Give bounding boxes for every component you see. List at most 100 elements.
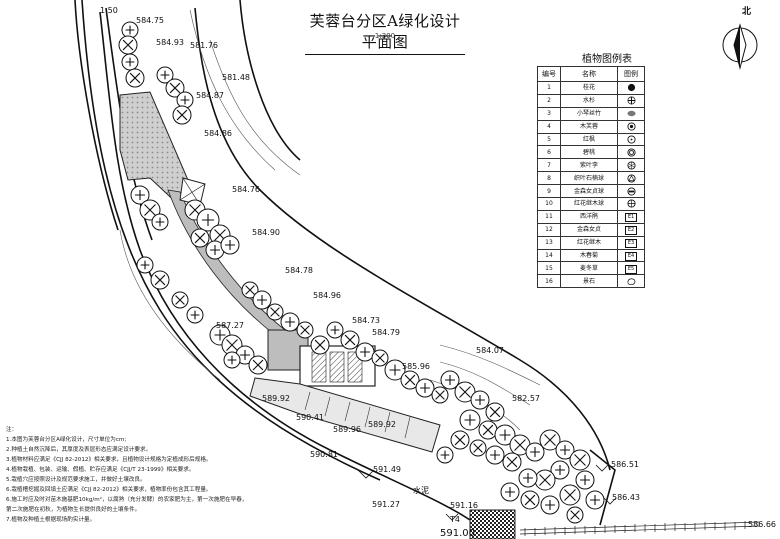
elevation-labels: 1.50 584.75 584.93 581.76 581.48 584.87 … — [100, 6, 776, 539]
note-line: 6.栽植槽挖掘及回填土应满足《CJJ 82-2012》相关要求，植物率份包含其工… — [6, 487, 212, 493]
tree-canopy-mark — [475, 395, 485, 405]
legend-header-no: 编号 — [537, 66, 561, 82]
tree-canopy-mark — [539, 474, 551, 486]
tree-canopy-mark — [404, 374, 416, 386]
elevation-label: 584.76 — [232, 185, 260, 194]
site-boundary — [74, 0, 616, 526]
legend-plant-name: 紫叶李 — [560, 158, 618, 173]
tree-canopy-mark — [210, 245, 220, 255]
legend-plant-name: 木春菊 — [560, 248, 618, 263]
legend-symbol-cell — [617, 106, 645, 121]
tree-canopy-mark — [330, 325, 340, 335]
tree-canopy-mark — [570, 510, 580, 520]
tree-canopy-mark — [524, 494, 536, 506]
legend-header-row: 编号 名称 图例 — [537, 66, 645, 82]
rect-e3-icon: E3 — [624, 239, 638, 249]
elevation-label: 584.90 — [252, 228, 280, 237]
tree-canopy-mark — [140, 260, 150, 270]
drawing-scale: 1:300 — [374, 32, 396, 40]
legend-plant-name: 水杉 — [560, 93, 618, 108]
elevation-label: 584.78 — [285, 266, 313, 275]
tree-canopy-mark — [440, 450, 450, 460]
tree-canopy-mark — [505, 487, 515, 497]
tree-canopy-mark — [506, 456, 518, 468]
paved-plaza — [119, 91, 189, 209]
tree-canopy-mark — [375, 353, 385, 363]
tree-canopy-mark — [129, 72, 141, 84]
elevation-label: 590.41 — [296, 413, 324, 422]
tree-canopy-mark — [514, 439, 526, 451]
north-label: 北 — [742, 7, 752, 17]
legend-plant-name: 景石 — [560, 274, 618, 289]
elevation-label: 586.51 — [611, 460, 639, 469]
legend-no: 16 — [537, 274, 561, 289]
legend-no: 8 — [537, 171, 561, 186]
tree-canopy-mark — [574, 454, 586, 466]
elevation-label: 585.96 — [402, 362, 430, 371]
tree-canopy-mark — [489, 406, 501, 418]
ring-dot-icon — [626, 135, 636, 144]
tree-canopy-mark — [389, 364, 401, 376]
elevation-label: 590.81 — [310, 450, 338, 459]
tree-canopy-mark — [194, 232, 206, 244]
rect-e1-icon: E1 — [624, 213, 638, 223]
tree-canopy-mark — [135, 190, 145, 200]
elevation-label: 584.87 — [196, 91, 224, 100]
legend-symbol-cell — [617, 81, 645, 95]
elevation-label: 586.66 — [748, 520, 776, 529]
elevation-label: 584.73 — [352, 316, 380, 325]
elevation-markers — [357, 464, 617, 521]
legend-no: 15 — [537, 261, 561, 276]
tree-canopy-mark — [154, 274, 166, 286]
tree-canopy-mark — [590, 495, 600, 505]
elevation-label: 589.92 — [262, 394, 290, 403]
note-line: 第二次施肥在初秋，为植物生长提供良好的土壤条件。 — [6, 507, 141, 513]
legend-plant-name: 红花继木 — [560, 235, 618, 250]
legend-symbol-cell: E4 — [617, 248, 645, 263]
tree-canopy-mark — [344, 334, 356, 346]
elevation-label: 591.49 — [373, 465, 401, 474]
tree-canopy-mark — [454, 434, 466, 446]
elevation-label: 591.27 — [372, 500, 400, 509]
legend-plant-name: 金森女贞 — [560, 222, 618, 237]
legend-plant-name: 红花继木球 — [560, 197, 618, 211]
cross-star-icon — [627, 96, 635, 105]
tree-canopy-mark — [555, 465, 565, 475]
notes-heading: 注： — [6, 427, 18, 433]
legend-plant-name: 金森女贞球 — [560, 184, 618, 199]
elevation-label: 589.96 — [333, 425, 361, 434]
legend-plant-name: 麦冬草 — [560, 261, 618, 276]
tree-canopy-mark — [473, 443, 483, 453]
elevation-label: 1.50 — [100, 6, 118, 15]
stair-line — [179, 183, 206, 201]
elevation-label: 584.75 — [136, 16, 164, 25]
drawing-title: 芙蓉台分区A绿化设计平面图 — [305, 10, 465, 55]
tree-canopy-mark — [564, 489, 576, 501]
tree-canopy-mark — [459, 386, 471, 398]
tree-canopy-mark — [169, 82, 181, 94]
tree-canopies — [118, 21, 605, 524]
legend-symbol-cell — [617, 145, 645, 160]
legend-no: 5 — [537, 132, 561, 147]
tree-canopy-mark — [482, 424, 494, 436]
note-line: 5.栽植穴应按照设计及规范要求施工，并做好土壤改良。 — [6, 477, 146, 483]
tree-canopy-mark — [225, 240, 235, 250]
ring-flower-icon — [626, 122, 636, 131]
tree-canopy-mark — [144, 204, 156, 216]
note-line: 6.施工时应及时对苗木施基肥10kg/m²，以腐熟（充分发酵）的农家肥为主，第一… — [6, 497, 248, 503]
tree-canopy-mark — [245, 285, 255, 295]
note-line: 1.本图为芙蓉台分区A绿化设计，尺寸单位为cm; — [6, 437, 127, 443]
tree-canopy-mark — [464, 414, 476, 426]
